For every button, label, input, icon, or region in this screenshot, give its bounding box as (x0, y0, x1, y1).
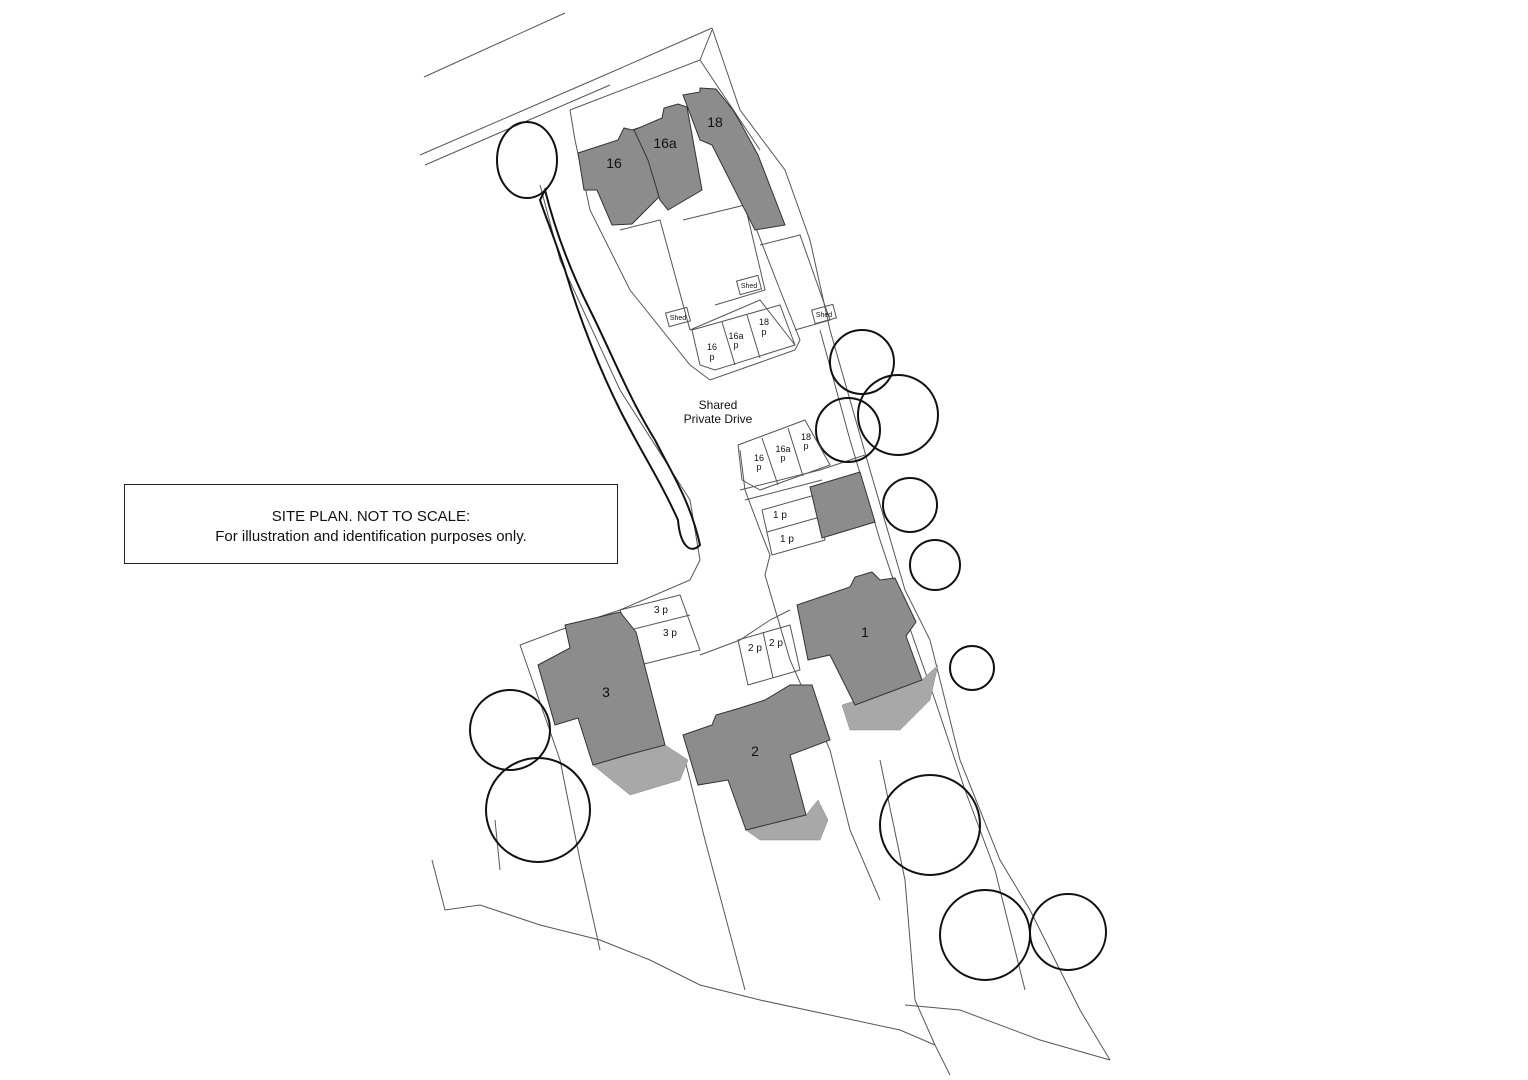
tree (496, 121, 558, 199)
notice-box: SITE PLAN. NOT TO SCALE: For illustratio… (124, 484, 618, 564)
house-label-1: 1 (861, 624, 869, 640)
parking-label: p (709, 352, 714, 362)
parking-label: 1 p (780, 534, 794, 545)
parking-label: p (803, 441, 808, 451)
hedge (538, 187, 702, 550)
tree (815, 397, 881, 463)
parking-label: 18 (801, 432, 811, 442)
parking-label: 2 p (748, 643, 762, 654)
parking-label: 3 p (654, 605, 668, 616)
tree (882, 477, 938, 533)
parking-label: 16a (728, 331, 743, 341)
parking-label: 16 (707, 342, 717, 352)
tree (879, 774, 981, 876)
tree (939, 889, 1031, 981)
parking-bays (619, 304, 831, 686)
tree (485, 757, 591, 863)
parking-label: 2 p (769, 638, 783, 649)
parking-label: p (761, 327, 766, 337)
drive-label-line1: Shared (699, 398, 738, 412)
sheds: Shed Shed Shed (664, 274, 838, 328)
tree (1029, 893, 1107, 971)
house-1 (796, 571, 923, 706)
house-label-16: 16 (606, 155, 622, 171)
tree (829, 329, 895, 395)
notice-subtitle: For illustration and identification purp… (215, 528, 527, 545)
house-label-2: 2 (751, 743, 759, 759)
shed-label: Shed (670, 315, 686, 322)
shed-label: Shed (741, 283, 757, 290)
boundary-lines (419, 12, 1111, 1076)
house-3 (537, 611, 666, 766)
parking-label: 18 (759, 317, 769, 327)
tree (469, 689, 551, 771)
notice-title: SITE PLAN. NOT TO SCALE: (271, 508, 471, 525)
house-2 (682, 684, 831, 831)
buildings (537, 87, 923, 831)
drive-label-line2: Private Drive (684, 412, 753, 426)
trees (469, 121, 1107, 981)
house-label-3: 3 (602, 684, 610, 700)
parking-label: 16 (754, 453, 764, 463)
parking-label: 1 p (773, 510, 787, 521)
tree (857, 374, 939, 456)
tree (949, 645, 995, 691)
parking-label: p (733, 340, 738, 350)
house-16a (633, 103, 703, 211)
house-label-18: 18 (707, 114, 723, 130)
garage (809, 471, 876, 539)
tree (909, 539, 961, 591)
house-label-16a: 16a (653, 135, 677, 151)
parking-label: 3 p (663, 628, 677, 639)
house-18 (682, 87, 786, 231)
parking-label: p (780, 453, 785, 463)
parking-label: 16a (775, 444, 790, 454)
shed-label: Shed (816, 312, 832, 319)
parking-label: p (756, 462, 761, 472)
